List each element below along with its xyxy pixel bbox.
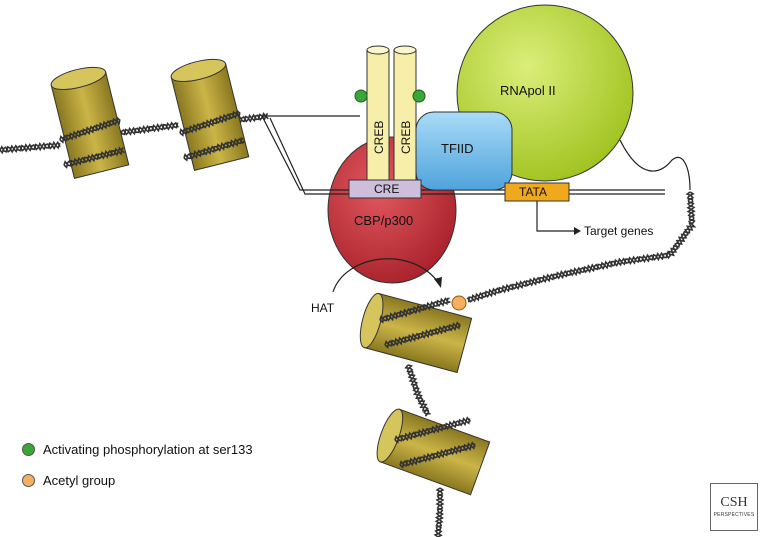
target-genes-arrowhead: [574, 227, 581, 235]
tata-label: TATA: [519, 185, 547, 199]
cre-box: [348, 179, 422, 199]
logo-sub-text: PERSPECTIVES: [713, 512, 755, 518]
cre-label: CRE: [374, 182, 400, 196]
nucleosome-wrap: [183, 138, 245, 160]
tfiid-label: TFIID: [441, 141, 474, 156]
dna-loop-strand: [466, 191, 696, 303]
legend-label: Activating phosphorylation at ser133: [43, 442, 253, 457]
nucleosome-wrap: [394, 417, 471, 442]
phospho-legend-icon: [22, 443, 35, 456]
creb-left-shape: [366, 45, 390, 181]
acetyl-dot: [451, 295, 467, 311]
hat-label: HAT: [311, 301, 335, 315]
dna-left-linker: [0, 140, 61, 154]
dna-bottom-strand: [433, 487, 445, 537]
phospho-dot-right: [412, 89, 426, 103]
hat-arrowhead: [434, 277, 442, 288]
phospho-dot-left: [354, 89, 368, 103]
rnapol-label: RNApol II: [500, 83, 556, 98]
legend-item-phospho: Activating phosphorylation at ser133: [22, 442, 253, 457]
dna-strand: [0, 111, 697, 537]
legend-label: Acetyl group: [43, 473, 116, 488]
nucleosome-wrap: [59, 117, 121, 142]
nucleosome-wrap: [63, 146, 125, 167]
hat-arrow: [332, 258, 439, 293]
legend-item-acetyl: Acetyl group: [22, 473, 115, 488]
cbp-label: CBP/p300: [354, 213, 414, 228]
target-genes-arrow: [536, 201, 574, 232]
dna-lower-linker: [404, 364, 431, 415]
creb-right-label: CREB: [399, 120, 413, 154]
acetyl-legend-icon: [22, 474, 35, 487]
target-genes-label: Target genes: [584, 224, 654, 238]
nucleosome-wrap: [399, 442, 476, 467]
loop-line: [619, 139, 691, 191]
dna-middle-linker: [117, 121, 179, 136]
nucleosome-wrap: [384, 322, 461, 347]
dna-lower-linker: [406, 364, 430, 417]
nucleosome-wrap: [179, 110, 241, 135]
csh-logo: CSH PERSPECTIVES: [710, 483, 758, 531]
nucleosome-4: [376, 408, 491, 496]
nucleosome-wrap: [379, 297, 450, 322]
tfiid-shape: [415, 111, 513, 191]
logo-main-text: CSH: [720, 495, 748, 510]
dna-loop-strand: [467, 191, 697, 303]
dna-wraps: [59, 109, 477, 469]
nucleosome-2: [170, 58, 250, 171]
creb-left-label: CREB: [372, 120, 386, 154]
nucleosome-wrap: [379, 297, 451, 324]
dna-middle-linker: [117, 121, 179, 138]
dna-left-linker: [0, 140, 61, 155]
creb-right-shape: [393, 45, 417, 181]
